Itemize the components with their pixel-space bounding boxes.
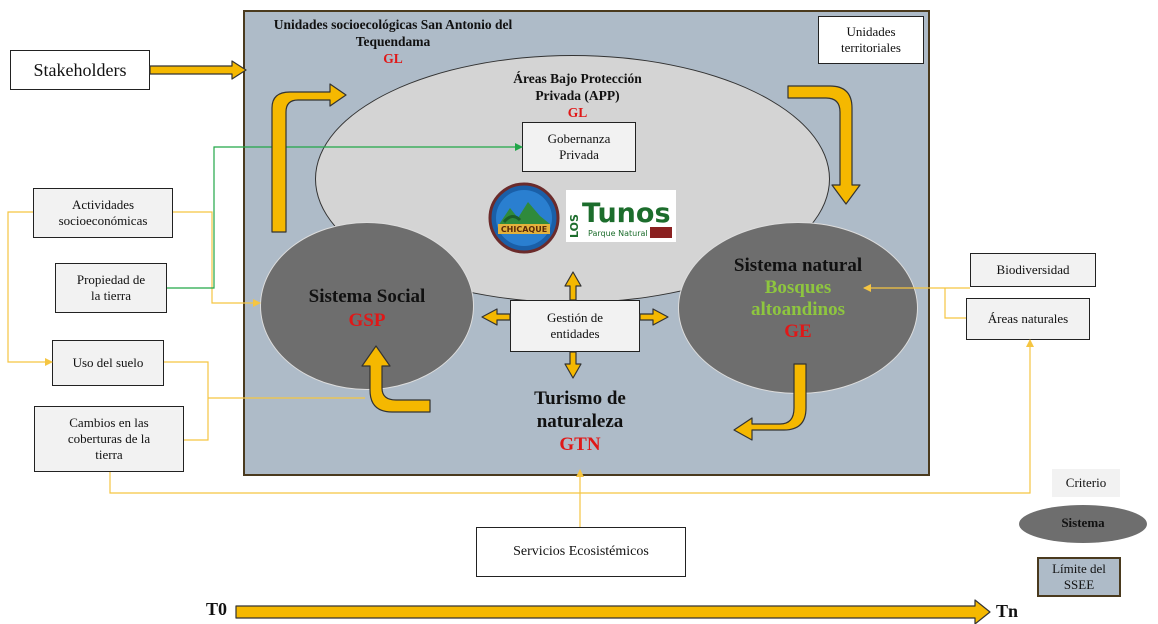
actividades-box: Actividades socioeconómicas: [33, 188, 173, 238]
social-title: Sistema Social: [308, 286, 426, 307]
panel-title-line2: Tequendama: [355, 34, 431, 49]
timeline-arrow: [235, 599, 991, 624]
legend-sistema-label: Sistema: [1019, 515, 1147, 531]
gestion-line2: entidades: [550, 326, 600, 341]
natural-code: GE: [784, 321, 812, 342]
actividades-line2: socioeconómicas: [58, 213, 148, 228]
app-to-natural-arrow: [787, 85, 861, 205]
connector-uso-cambios: [164, 361, 209, 441]
app-code: GL: [567, 105, 588, 120]
cambios-line3: tierra: [95, 447, 123, 463]
turismo-line2: naturaleza: [536, 411, 624, 432]
legend-limite-line2: SSEE: [1063, 577, 1095, 592]
cambios-line1: Cambios en las: [69, 414, 149, 430]
units-label-line1: Unidades: [846, 23, 896, 39]
natural-sub1: Bosques: [764, 277, 832, 298]
connector-actividades-to-uso: [7, 211, 53, 366]
social-code: GSP: [348, 310, 386, 331]
natural-sub2: altoandinos: [751, 299, 845, 320]
sistema-natural-label: Sistema natural Bosques altoandinos GE: [678, 255, 918, 343]
tunos-text: Tunos: [582, 198, 671, 229]
legend-criterio-label: Criterio: [1065, 474, 1107, 490]
los-text: LOS: [568, 214, 581, 238]
cambios-box: Cambios en las coberturas de la tierra: [34, 406, 184, 472]
app-title: Áreas Bajo Protección Privada (APP) GL: [485, 70, 670, 121]
unidades-territoriales-box: Unidades territoriales: [818, 16, 924, 64]
gestion-up-arrow: [564, 271, 582, 301]
legend-sistema-ellipse: [1019, 505, 1147, 543]
propiedad-line1: Propiedad de: [76, 271, 146, 287]
sistema-social-label: Sistema Social GSP: [260, 285, 474, 333]
connector-biodiversidad-to-natural: [864, 288, 970, 319]
legend-limite-box: Límite del SSEE: [1037, 557, 1121, 597]
biodiversidad-label: Biodiversidad: [996, 261, 1070, 277]
connector-cambios-to-areas: [109, 339, 1034, 494]
chicaque-logo: CHICAQUE: [488, 182, 560, 254]
legend-limite-line1: Límite del: [1052, 560, 1106, 576]
legend-sistema-text: Sistema: [1061, 515, 1105, 530]
areas-naturales-box: Áreas naturales: [966, 298, 1090, 340]
los-tunos-logo: LOS Tunos Parque Natural: [566, 190, 676, 242]
units-label-line2: territoriales: [841, 40, 901, 55]
uso-suelo-box: Uso del suelo: [52, 340, 164, 386]
natural-to-turismo-arrow: [733, 363, 807, 441]
gobernanza-line2: Privada: [559, 147, 599, 162]
propiedad-line2: la tierra: [90, 288, 132, 303]
turismo-to-social-arrow: [361, 345, 431, 413]
panel-code: GL: [383, 51, 403, 66]
connector-actividades-to-social: [173, 211, 261, 307]
panel-title: Unidades socioecológicas San Antonio del…: [243, 16, 543, 67]
gestion-right-arrow: [639, 308, 669, 326]
stakeholders-arrow: [149, 60, 247, 80]
uso-label: Uso del suelo: [72, 354, 144, 370]
connector-propiedad-to-gobernanza: [167, 143, 523, 289]
actividades-line1: Actividades: [71, 196, 135, 212]
app-title-line1: Áreas Bajo Protección: [513, 71, 642, 86]
turismo-code: GTN: [559, 434, 601, 455]
biodiversidad-box: Biodiversidad: [970, 253, 1096, 287]
panel-title-line1: Unidades socioecológicas San Antonio del: [273, 17, 513, 32]
app-title-line2: Privada (APP): [535, 88, 620, 103]
servicios-label: Servicios Ecosistémicos: [513, 544, 649, 560]
timeline-start-label: T0: [206, 599, 228, 619]
social-to-app-arrow: [271, 83, 347, 233]
servicios-box: Servicios Ecosistémicos: [476, 527, 686, 577]
timeline-end-label: Tn: [996, 601, 1019, 621]
areas-label: Áreas naturales: [987, 310, 1069, 326]
turismo-label: Turismo de naturaleza GTN: [480, 387, 680, 456]
chicaque-logo-text: CHICAQUE: [501, 225, 547, 234]
legend-criterio-box: Criterio: [1052, 469, 1120, 497]
natural-title: Sistema natural: [733, 255, 863, 276]
parque-natural-text: Parque Natural: [588, 229, 648, 238]
stakeholders-label: Stakeholders: [33, 59, 127, 80]
propiedad-box: Propiedad de la tierra: [55, 263, 167, 313]
stakeholders-box: Stakeholders: [10, 50, 150, 90]
gestion-line1: Gestión de: [547, 309, 603, 325]
gestion-left-arrow: [481, 308, 511, 326]
gobernanza-line1: Gobernanza: [547, 130, 611, 146]
cambios-line2: coberturas de la: [67, 430, 151, 446]
turismo-line1: Turismo de: [534, 388, 626, 409]
gestion-down-arrow: [564, 351, 582, 379]
